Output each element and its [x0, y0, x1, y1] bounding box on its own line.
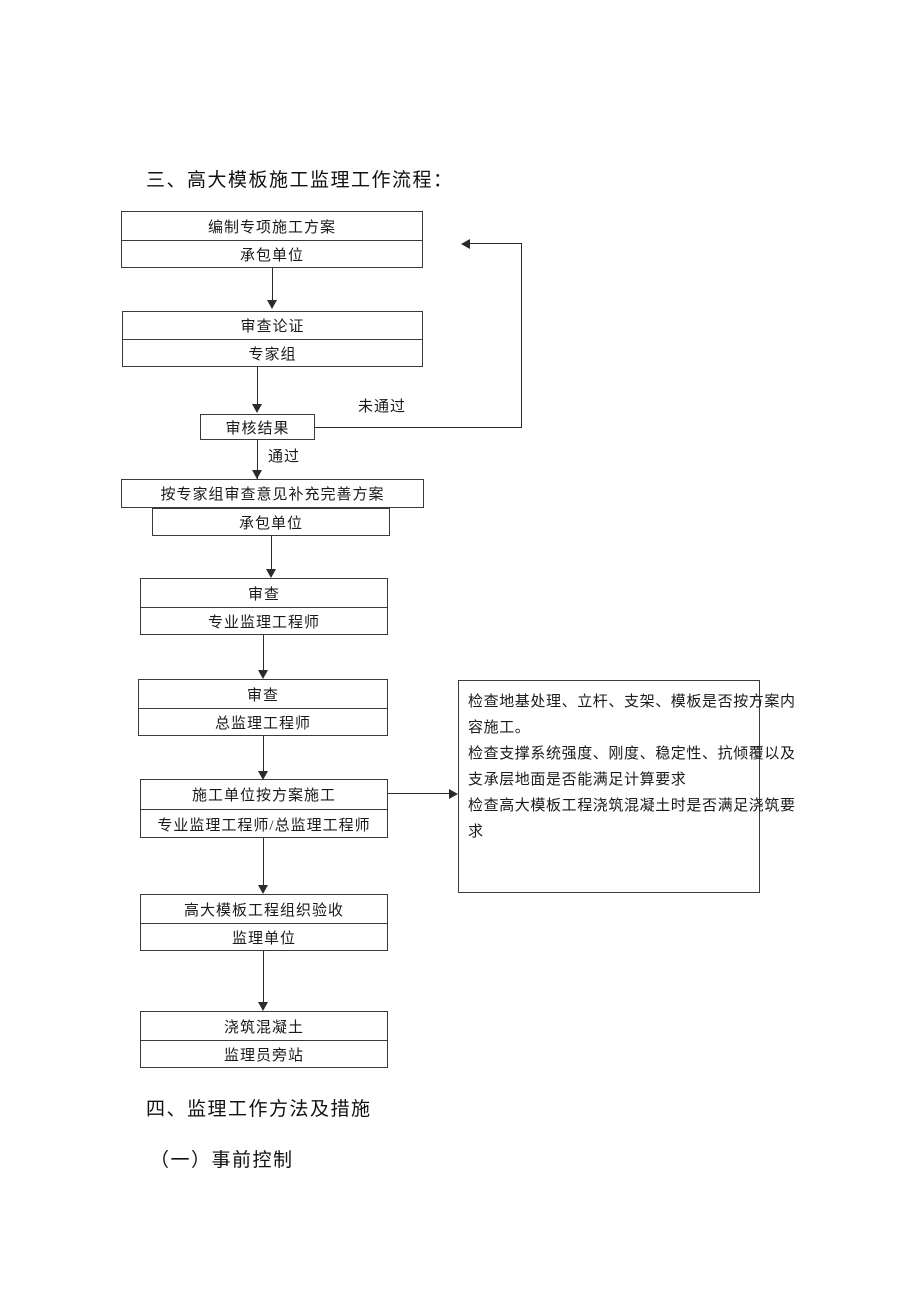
flow-node-title: 高大模板工程组织验收 [183, 902, 344, 919]
note-line: 检查高大模板工程浇筑混凝土时是否满足浇筑要 [468, 798, 796, 814]
flow-node-title: 审核结果 [225, 420, 290, 437]
edge-label-pass: 通过 [268, 449, 301, 465]
arrow-right-icon [449, 789, 458, 799]
flow-node-title: 编制专项施工方案 [207, 219, 336, 236]
connector-prepare-to-review [272, 268, 273, 301]
flow-node-review-result: 审核结果 [200, 414, 315, 440]
flow-node-title: 审查 [246, 687, 279, 704]
flow-node-review-demonstration: 审查论证 专家组 [122, 311, 423, 367]
connector-specialist-to-chief [263, 635, 264, 671]
section-four-heading: 四、监理工作方法及措施 [146, 1099, 372, 1120]
note-line: 检查地基处理、立杆、支架、模板是否按方案内 [468, 694, 796, 710]
flow-node-actor: 监理员旁站 [141, 1040, 387, 1068]
arrow-down-icon [258, 670, 268, 679]
flow-node-review-chief: 审查 总监理工程师 [138, 679, 388, 736]
flow-node-actor: 承包单位 [122, 240, 422, 268]
flow-node-actor: 专业监理工程师 [141, 607, 387, 635]
flow-node-actor: 承包单位 [238, 515, 303, 532]
arrow-down-icon [252, 404, 262, 413]
subsection-one-heading: （一）事前控制 [150, 1150, 294, 1171]
arrow-down-icon [258, 771, 268, 780]
flow-node-title: 按专家组审查意见补充完善方案 [160, 487, 385, 503]
flow-node-title: 施工单位按方案施工 [191, 788, 336, 804]
arrow-down-icon [267, 300, 277, 309]
edge-label-fail: 未通过 [358, 399, 407, 415]
arrow-down-icon [258, 1002, 268, 1011]
flow-node-actor: 专家组 [123, 339, 422, 367]
flow-node-title: 审查论证 [240, 319, 305, 335]
connector-construct-to-acceptance [263, 838, 264, 886]
arrow-down-icon [252, 470, 262, 479]
connector-construct-to-note [388, 793, 450, 794]
flow-node-actor: 监理单位 [141, 923, 387, 951]
note-line: 支承层地面是否能满足计算要求 [468, 772, 687, 788]
flow-node-review-specialist: 审查 专业监理工程师 [140, 578, 388, 635]
arrow-down-icon [266, 569, 276, 578]
connector-fail-vertical [521, 243, 522, 428]
arrow-left-icon [461, 239, 470, 249]
flow-node-title: 审查 [247, 586, 280, 603]
flow-node-construct-by-plan: 施工单位按方案施工 专业监理工程师/总监理工程师 [140, 779, 388, 838]
flow-node-supplement-plan-actor: 承包单位 [152, 508, 390, 536]
flow-node-organize-acceptance: 高大模板工程组织验收 监理单位 [140, 894, 388, 951]
flow-node-title: 浇筑混凝土 [223, 1019, 304, 1036]
flow-node-supplement-plan: 按专家组审查意见补充完善方案 [121, 479, 424, 508]
connector-pass-vertical [257, 440, 258, 479]
connector-chief-to-construct [263, 736, 264, 772]
connector-fail-return [470, 243, 522, 244]
connector-acceptance-to-pour [263, 951, 264, 1003]
connector-fail-horizontal [315, 427, 522, 428]
flow-node-pour-concrete: 浇筑混凝土 监理员旁站 [140, 1011, 388, 1068]
flow-node-prepare-plan: 编制专项施工方案 承包单位 [121, 211, 423, 268]
note-line: 检查支撑系统强度、刚度、稳定性、抗倾覆以及 [468, 746, 796, 762]
note-line: 求 [468, 824, 484, 840]
inspection-requirements-note: 检查地基处理、立杆、支架、模板是否按方案内 容施工。 检查支撑系统强度、刚度、稳… [458, 680, 796, 893]
connector-supplement-to-review-specialist [271, 536, 272, 570]
flow-node-actor: 专业监理工程师/总监理工程师 [141, 809, 387, 838]
arrow-down-icon [258, 885, 268, 894]
section-three-heading: 三、高大模板施工监理工作流程： [146, 170, 454, 191]
note-line: 容施工。 [468, 720, 531, 736]
flow-node-actor: 总监理工程师 [139, 708, 387, 736]
connector-review-to-result [257, 367, 258, 405]
